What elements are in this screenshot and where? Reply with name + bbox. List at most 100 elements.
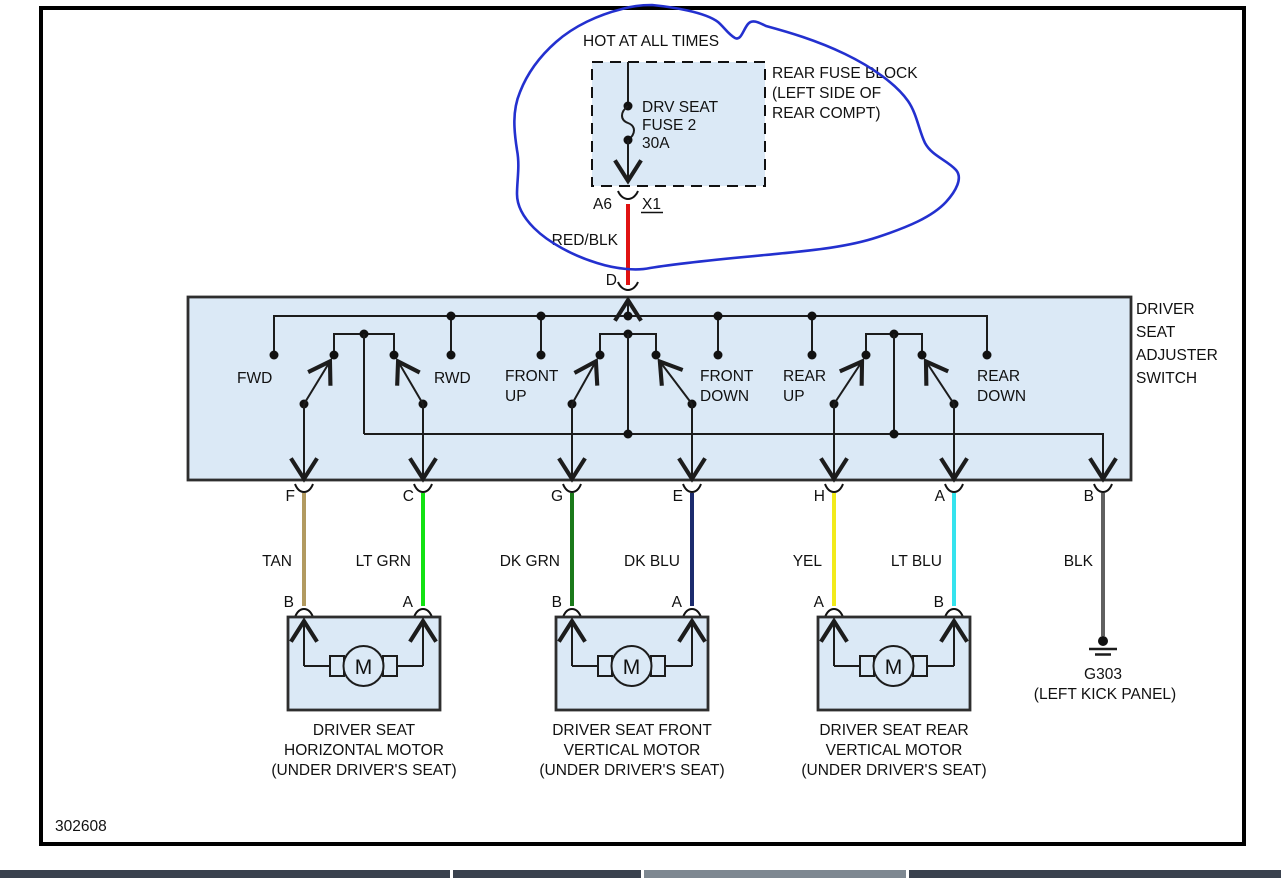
switch-pin-letter: A bbox=[935, 488, 946, 505]
ground-g303: G303 (LEFT KICK PANEL) bbox=[1034, 636, 1176, 703]
pin-d-label: D bbox=[606, 272, 617, 289]
fuse-name-line: 30A bbox=[642, 135, 670, 152]
connector-terminal-icon bbox=[682, 607, 702, 618]
motor-name-line: (UNDER DRIVER'S SEAT) bbox=[801, 762, 986, 779]
switch-title: DRIVER SEAT ADJUSTER SWITCH bbox=[1136, 301, 1218, 387]
fuse-symbol bbox=[622, 62, 634, 179]
connector-terminal-icon bbox=[294, 607, 314, 618]
switch-title-line: DRIVER bbox=[1136, 301, 1195, 318]
junction-dot bbox=[446, 311, 456, 321]
wiper-arm bbox=[833, 363, 861, 405]
motor-name-line: DRIVER SEAT FRONT bbox=[552, 722, 712, 739]
junction-dot bbox=[623, 311, 633, 321]
connector-terminal-icon bbox=[562, 483, 582, 494]
position-label-rear-up: REAR bbox=[783, 368, 826, 385]
connector-terminal-icon bbox=[294, 483, 314, 494]
connector-terminal-icon bbox=[413, 607, 433, 618]
taskbar-segment[interactable] bbox=[0, 870, 450, 878]
fuse-block-label-line: REAR COMPT) bbox=[772, 105, 881, 122]
fuse-block-label-line: REAR FUSE BLOCK bbox=[772, 65, 918, 82]
position-label-rear-up: UP bbox=[783, 388, 805, 405]
junction-dot bbox=[713, 311, 723, 321]
contact-dot bbox=[389, 350, 399, 360]
motor-name-line: DRIVER SEAT bbox=[313, 722, 416, 739]
wiper-arm bbox=[303, 363, 329, 405]
switch-title-line: SWITCH bbox=[1136, 370, 1197, 387]
fuse-element bbox=[621, 105, 635, 141]
motor-pin-letter: B bbox=[284, 594, 294, 611]
taskbar-segment[interactable] bbox=[453, 870, 641, 878]
diagram-frame bbox=[39, 6, 1246, 846]
switch-position-labels: FWD RWD FRONT UP FRONT DOWN REAR UP REAR… bbox=[237, 368, 1026, 405]
wire-label: BLK bbox=[1064, 553, 1094, 570]
switch-title-line: SEAT bbox=[1136, 324, 1176, 341]
junction-dot bbox=[807, 311, 817, 321]
fuse-block-location-label: REAR FUSE BLOCK (LEFT SIDE OF REAR COMPT… bbox=[772, 65, 918, 122]
wire-label: LT BLU bbox=[891, 553, 942, 570]
connector-terminal-icon bbox=[824, 607, 844, 618]
harness-wires: F C G E H A B TAN LT GRN DK GRN DK BLU Y… bbox=[262, 483, 1113, 636]
ground-location-label: (LEFT KICK PANEL) bbox=[1034, 686, 1176, 703]
contact-dot-front-up bbox=[536, 350, 546, 360]
junction-dot bbox=[536, 311, 546, 321]
seat-adjuster-switch: DRIVER SEAT ADJUSTER SWITCH bbox=[186, 295, 1218, 480]
contact-dot-front-down bbox=[713, 350, 723, 360]
contact-dot bbox=[917, 350, 927, 360]
wiper-arm bbox=[661, 363, 693, 405]
junction-dot bbox=[623, 429, 633, 439]
connector-terminal-icon bbox=[824, 483, 844, 494]
motor-name-line: (UNDER DRIVER'S SEAT) bbox=[539, 762, 724, 779]
contact-dot-rear-down bbox=[982, 350, 992, 360]
switch-pin-letter: F bbox=[286, 488, 295, 505]
motor-pin-letter: A bbox=[814, 594, 825, 611]
contact-dot-rear-up bbox=[807, 350, 817, 360]
contact-dot bbox=[861, 350, 871, 360]
wiper-arm bbox=[399, 363, 424, 405]
switch-pin-letter: E bbox=[673, 488, 683, 505]
motor-symbol-letter: M bbox=[623, 656, 641, 679]
fuse-block-label-line: (LEFT SIDE OF bbox=[772, 85, 881, 102]
connector-terminal-icon bbox=[682, 483, 702, 494]
fuse-name-line: FUSE 2 bbox=[642, 117, 696, 134]
taskbar-segment-active[interactable] bbox=[644, 870, 906, 878]
motor-pin-letter: A bbox=[403, 594, 414, 611]
connector-terminal-icon bbox=[562, 607, 582, 618]
connector-terminal-icon bbox=[1093, 483, 1113, 494]
contact-dot-fwd bbox=[269, 350, 279, 360]
position-label-front-up: FRONT bbox=[505, 368, 559, 385]
position-label-rear-down: REAR bbox=[977, 368, 1020, 385]
power-section: HOT AT ALL TIMES REAR FUSE BLOCK (LEFT S… bbox=[552, 33, 918, 292]
motor-name-line: (UNDER DRIVER'S SEAT) bbox=[271, 762, 456, 779]
switch-pin-letter: G bbox=[551, 488, 563, 505]
motor-pin-letter: B bbox=[552, 594, 562, 611]
position-label-front-up: UP bbox=[505, 388, 527, 405]
feed-wire-label: RED/BLK bbox=[552, 232, 619, 249]
wiper-arm bbox=[571, 363, 595, 405]
wire-label: YEL bbox=[793, 553, 823, 570]
switch-pin-letter: B bbox=[1084, 488, 1094, 505]
connector-terminal-icon bbox=[944, 483, 964, 494]
switch-pin-letter: H bbox=[814, 488, 825, 505]
diagram-id-label: 302608 bbox=[55, 818, 107, 835]
connector-terminal-icon bbox=[413, 483, 433, 494]
motor-symbol-letter: M bbox=[885, 656, 903, 679]
motor-symbol bbox=[872, 645, 915, 687]
motor-name-line: DRIVER SEAT REAR bbox=[819, 722, 968, 739]
wire-label: DK GRN bbox=[500, 553, 560, 570]
motor-name-line: HORIZONTAL MOTOR bbox=[284, 742, 444, 759]
contact-dot bbox=[329, 350, 339, 360]
switch-wipers bbox=[300, 363, 959, 477]
position-label-rwd: RWD bbox=[434, 370, 471, 387]
position-label-fwd: FWD bbox=[237, 370, 272, 387]
switch-pin-letter: C bbox=[403, 488, 414, 505]
ground-dot bbox=[1098, 636, 1108, 646]
pin-a6-label: A6 bbox=[593, 196, 612, 213]
position-label-rear-down: DOWN bbox=[977, 388, 1026, 405]
taskbar-segment[interactable] bbox=[909, 870, 1281, 878]
connector-terminal-icon bbox=[617, 190, 639, 201]
hot-at-all-times-label: HOT AT ALL TIMES bbox=[583, 33, 719, 50]
connector-terminal-icon bbox=[617, 281, 639, 292]
contact-dot-rwd bbox=[446, 350, 456, 360]
